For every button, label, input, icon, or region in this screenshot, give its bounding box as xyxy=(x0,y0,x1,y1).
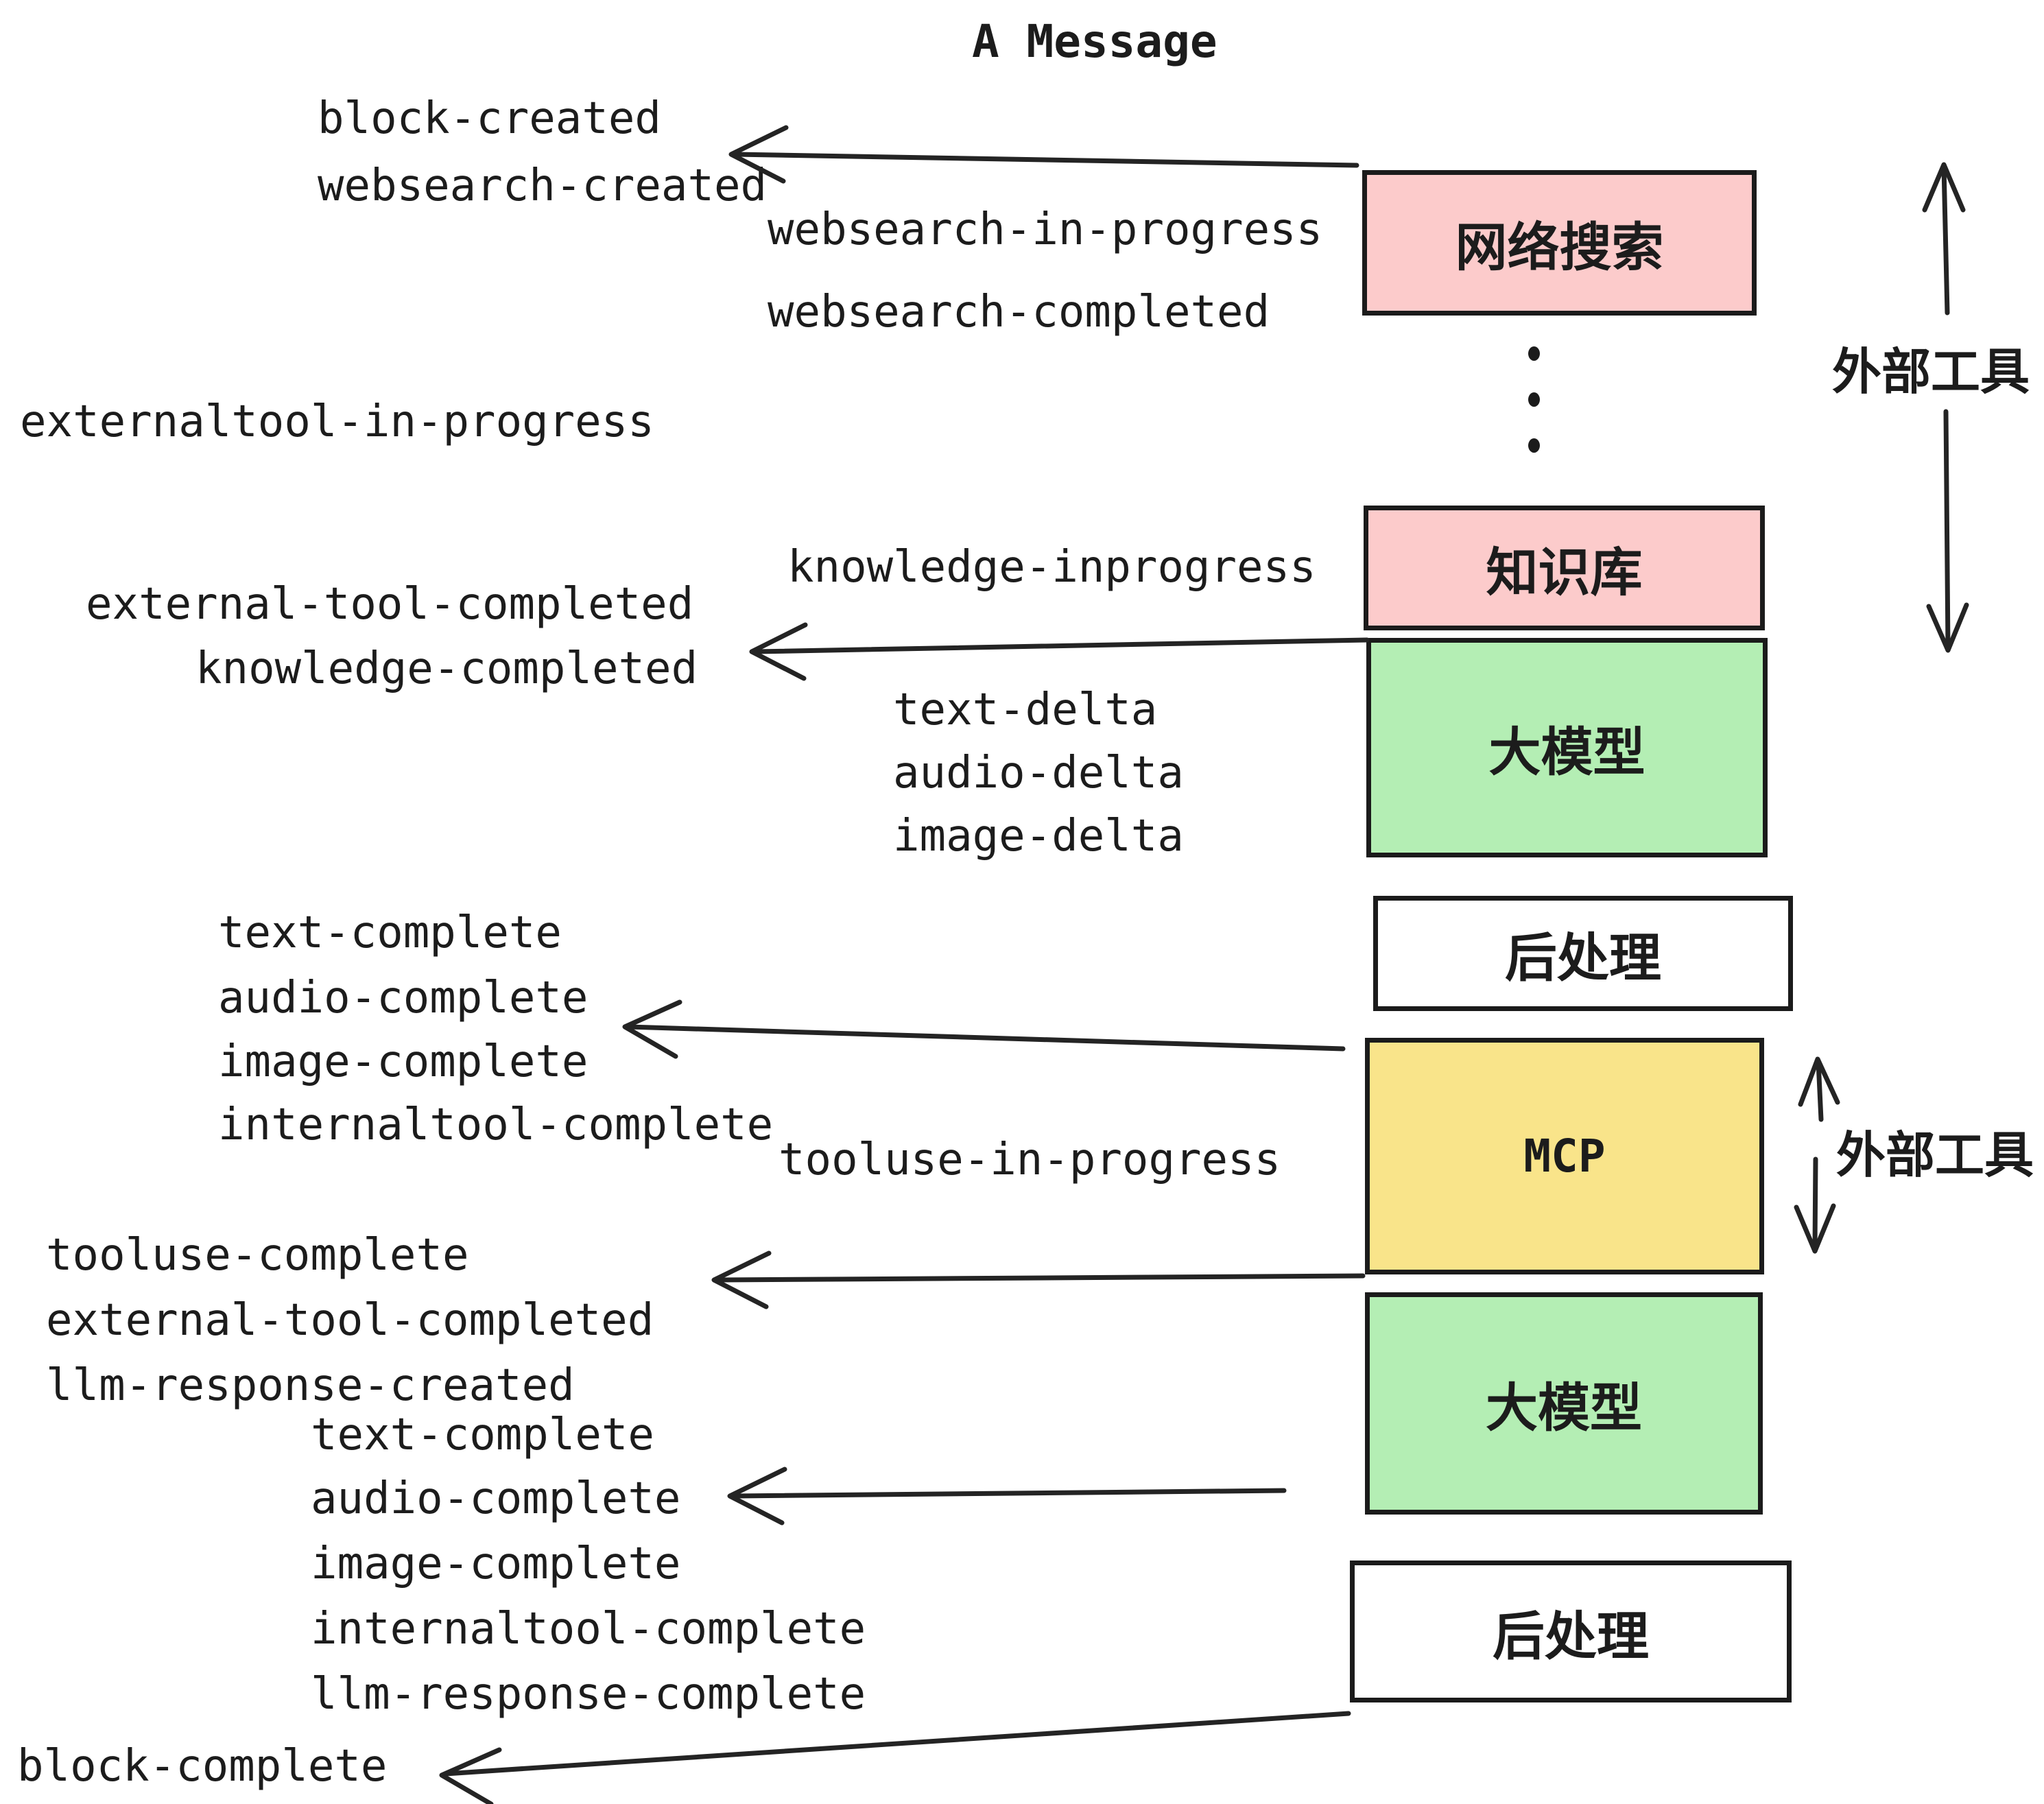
label-text-complete-2: text-complete xyxy=(311,1410,654,1460)
box-websearch: 网络搜索 xyxy=(1362,170,1757,316)
label-text-delta: text-delta xyxy=(893,685,1158,735)
label-websearch-in-progress: websearch-in-progress xyxy=(768,204,1323,255)
arrow-image-complete xyxy=(622,999,1346,1059)
box-mcp: MCP xyxy=(1365,1038,1764,1274)
box-knowledge-label: 知识库 xyxy=(1486,544,1643,602)
label-tooluse-in-progress: tooluse-in-progress xyxy=(779,1135,1281,1185)
label-llm-response-complete: llm-response-complete xyxy=(311,1669,866,1720)
box-websearch-label: 网络搜索 xyxy=(1455,219,1664,277)
box-llm-2: 大模型 xyxy=(1365,1292,1763,1515)
label-tooluse-complete: tooluse-complete xyxy=(46,1230,469,1281)
label-image-delta: image-delta xyxy=(893,811,1184,862)
label-websearch-created: websearch-created xyxy=(318,161,768,211)
label-internaltool-complete: internaltool-complete xyxy=(218,1100,774,1150)
label-text-complete: text-complete xyxy=(218,907,562,958)
label-llm-response-created: llm-response-created xyxy=(46,1360,575,1411)
dot xyxy=(1528,438,1540,453)
box-knowledge: 知识库 xyxy=(1364,506,1765,630)
dot xyxy=(1528,346,1540,361)
label-knowledge-inprogress: knowledge-inprogress xyxy=(787,542,1316,593)
label-audio-complete-2: audio-complete xyxy=(311,1473,681,1524)
double-arrow-external-tools-mcp xyxy=(1794,1056,1840,1254)
label-block-complete: block-complete xyxy=(17,1741,388,1792)
label-image-complete: image-complete xyxy=(218,1036,589,1087)
dot xyxy=(1528,392,1540,407)
box-postprocess-1: 后处理 xyxy=(1373,896,1793,1011)
box-postprocess-2-label: 后处理 xyxy=(1493,1607,1649,1666)
arrow-websearch-created xyxy=(728,125,1359,184)
box-llm-1-label: 大模型 xyxy=(1488,724,1645,782)
label-audio-complete: audio-complete xyxy=(218,973,589,1023)
label-websearch-completed: websearch-completed xyxy=(768,287,1270,337)
arrow-knowledge-completed xyxy=(749,622,1370,681)
label-externaltool-in-progress: externaltool-in-progress xyxy=(20,396,654,447)
box-llm-1: 大模型 xyxy=(1366,638,1768,857)
label-external-tool-completed-2: external-tool-completed xyxy=(46,1295,654,1346)
label-audio-delta: audio-delta xyxy=(893,748,1184,798)
side-label-external-tools-mcp: 外部工具 xyxy=(1836,1128,2034,1183)
box-postprocess-2: 后处理 xyxy=(1350,1560,1792,1702)
box-llm-2-label: 大模型 xyxy=(1486,1379,1642,1438)
double-arrow-external-tools-top xyxy=(1922,162,1969,653)
label-block-created: block-created xyxy=(318,93,661,144)
side-label-external-tools-top: 外部工具 xyxy=(1832,345,2030,400)
box-mcp-label: MCP xyxy=(1523,1130,1606,1183)
label-external-tool-completed: external-tool-completed xyxy=(86,579,694,630)
arrow-audio-complete xyxy=(727,1467,1287,1526)
label-knowledge-completed: knowledge-completed xyxy=(195,643,698,694)
arrow-block-complete xyxy=(439,1711,1351,1804)
box-postprocess-1-label: 后处理 xyxy=(1505,929,1661,988)
ellipsis-dots xyxy=(1528,346,1540,453)
label-internaltool-complete-2: internaltool-complete xyxy=(311,1604,866,1654)
label-image-complete-2: image-complete xyxy=(311,1539,681,1589)
diagram-title: A Message xyxy=(972,15,1217,68)
arrow-tooluse-complete xyxy=(711,1250,1366,1309)
